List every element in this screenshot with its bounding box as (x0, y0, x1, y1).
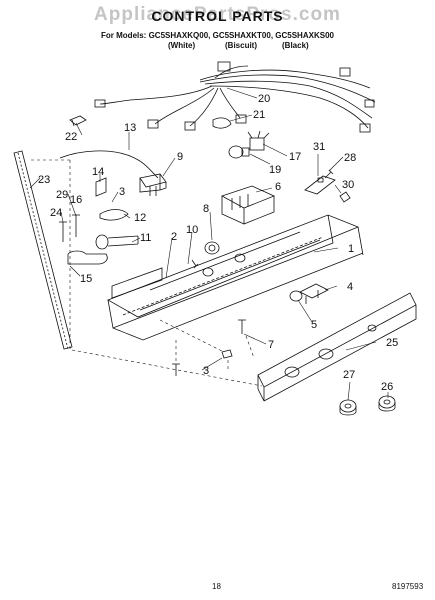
screw-10 (191, 259, 199, 269)
screw-29 (72, 214, 80, 237)
callout-4: 4 (347, 281, 353, 293)
shaft-11 (95, 234, 139, 250)
screw-24 (59, 221, 67, 242)
callout-9: 9 (177, 151, 183, 163)
screw-3a (172, 363, 180, 376)
assembly-lines (30, 159, 263, 387)
callout-29: 29 (56, 189, 68, 201)
bracket-15 (67, 250, 108, 265)
clip-30 (339, 191, 351, 203)
screw-28 (324, 169, 334, 179)
callout-12: 12 (134, 212, 146, 224)
document-number: 8197593 (392, 582, 424, 591)
leader-lines (29, 87, 389, 401)
clip-12 (99, 209, 129, 221)
lamp-socket-17 (247, 130, 270, 151)
models-line: For Models: GC5SHAXKQ00, GC5SHAXKT00, GC… (101, 31, 334, 40)
callout-8: 8 (203, 203, 209, 215)
light-bulb-19 (228, 145, 250, 159)
callout-15: 15 (80, 273, 92, 285)
wire-13 (59, 150, 159, 179)
variant-biscuit: (Biscuit) (225, 41, 257, 50)
callout-17: 17 (289, 151, 301, 163)
clip-22 (69, 115, 87, 127)
relay-board-6 (221, 185, 276, 225)
callout-19: 19 (269, 164, 281, 176)
callout-21: 21 (253, 109, 265, 121)
callout-7: 7 (268, 339, 274, 351)
callout-14: 14 (92, 166, 104, 178)
callout-24: 24 (50, 207, 62, 219)
callout-23: 23 (38, 174, 50, 186)
callout-13: 13 (124, 122, 136, 134)
watermark: AppliancePartsPros.com (94, 4, 341, 25)
callout-26: 26 (381, 381, 393, 393)
callout-3a: 3 (119, 186, 125, 198)
panel-23 (13, 150, 73, 350)
callout-25: 25 (386, 337, 398, 349)
callout-3b: 3 (203, 365, 209, 377)
bracket-2 (111, 267, 163, 299)
variant-white: (White) (168, 41, 196, 50)
nut-3 (221, 349, 233, 359)
callout-6: 6 (275, 181, 281, 193)
callout-30: 30 (342, 179, 354, 191)
callout-10: 10 (186, 224, 198, 236)
page-title: CONTROL PARTS (151, 8, 284, 24)
control-housing (107, 214, 364, 341)
front-panel-25 (257, 292, 417, 402)
callout-27: 27 (343, 369, 355, 381)
grommet-8 (204, 241, 220, 255)
callout-labels: 20 21 22 13 9 17 19 31 28 30 6 14 3 23 2… (38, 93, 398, 393)
callout-5: 5 (311, 319, 317, 331)
screw-7 (238, 319, 246, 334)
callout-16: 16 (70, 194, 82, 206)
clip-21 (212, 117, 232, 129)
bracket-14 (95, 177, 107, 197)
callout-11: 11 (140, 232, 151, 244)
switch-9 (139, 173, 167, 196)
page-number: 18 (212, 582, 221, 591)
callout-28: 28 (344, 152, 356, 164)
callout-22: 22 (65, 131, 77, 143)
wire-harness (94, 61, 376, 133)
variant-black: (Black) (282, 41, 309, 50)
callout-1: 1 (348, 243, 354, 255)
switch-4 (299, 283, 329, 304)
part-31 (304, 175, 336, 195)
callout-2: 2 (171, 231, 177, 243)
callout-20: 20 (258, 93, 270, 105)
knob-27 (339, 399, 357, 416)
callout-31: 31 (313, 141, 325, 153)
knob-26 (378, 395, 396, 412)
